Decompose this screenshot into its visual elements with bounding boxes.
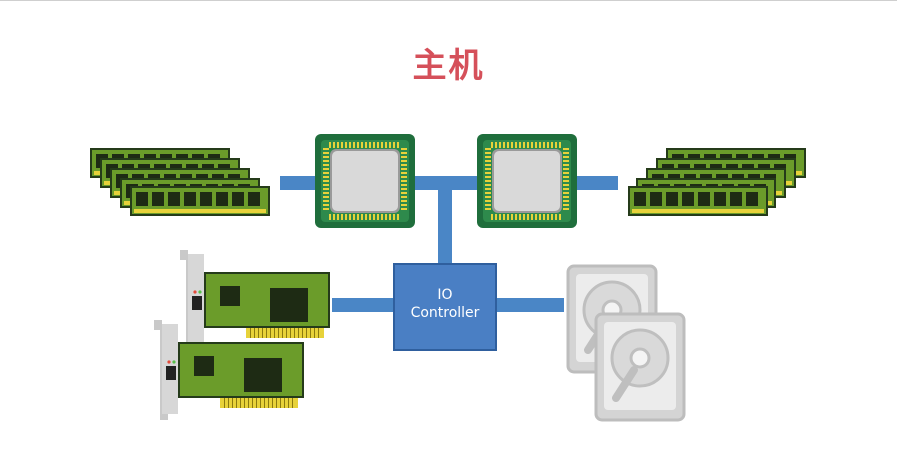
system-bus xyxy=(280,176,618,312)
top-divider xyxy=(0,0,897,1)
hard-disk-front xyxy=(596,314,684,420)
io-controller-box xyxy=(393,263,497,351)
memory-modules-right xyxy=(628,148,806,216)
cpu-left xyxy=(315,134,415,228)
memory-modules-left xyxy=(90,148,270,216)
diagram-title: 主机 xyxy=(412,46,485,86)
network-card-back xyxy=(180,250,330,350)
cpu-right xyxy=(477,134,577,228)
